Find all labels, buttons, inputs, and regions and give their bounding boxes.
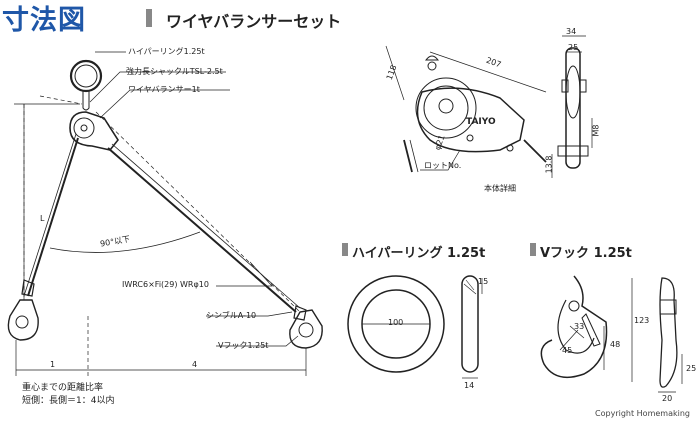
body-detail-pulley <box>415 77 477 139</box>
leader-hook <box>216 335 299 347</box>
ratio-left-value: 1 <box>50 360 56 369</box>
leader-shackle <box>89 71 226 103</box>
hyper-ring-shape <box>69 59 103 93</box>
dim-vhook-20: 20 <box>662 394 673 403</box>
side-view-bolt-left <box>561 79 569 93</box>
balancer-hub <box>80 124 88 132</box>
hook-left <box>7 299 39 341</box>
dim-ring-thick: 14 <box>464 381 475 390</box>
wire-left <box>27 137 79 297</box>
label-L: L <box>40 214 45 223</box>
body-detail-bolt <box>466 134 474 142</box>
body-detail-shape <box>416 87 525 153</box>
ratio-right-value: 4 <box>192 360 198 369</box>
page-title: 寸法図 <box>2 5 86 36</box>
vhook-side-view <box>659 277 678 388</box>
ring-side-bar <box>461 275 479 373</box>
leader-wire <box>216 261 273 287</box>
page-subtitle: ワイヤバランサーセット <box>166 12 342 31</box>
body-detail-logo: TAIYO <box>466 117 496 127</box>
body-detail-caption: 本体詳細 <box>484 184 516 193</box>
body-detail-wire-right <box>523 139 547 163</box>
label-shackle: 強力長シャックルTSL-2.5t <box>126 67 223 76</box>
dim-207-line <box>429 51 547 93</box>
lot-label: ロットNo. <box>424 161 462 170</box>
vhook-section-title: Vフック 1.25t <box>540 246 632 261</box>
dim-118-line <box>385 45 405 101</box>
label-hook: Vフック1.25t <box>218 341 269 350</box>
vhook-section-bar <box>530 243 536 256</box>
label-balancer: ワイヤバランサー1t <box>128 85 200 94</box>
body-detail-wire-left-edge <box>409 139 419 173</box>
dim-13-8: 13.8 <box>544 155 554 174</box>
helper-line-right <box>95 111 301 313</box>
dim-vhook-45: 45 <box>562 346 573 355</box>
label-wire: IWRC6×Fi(29) WRφ10 <box>122 280 209 289</box>
angle-arc <box>49 231 201 253</box>
dim-vhook-25: 25 <box>686 364 697 373</box>
balancer-pulley <box>73 117 95 139</box>
helper-line-top <box>39 95 83 105</box>
body-detail-bolt <box>506 144 514 152</box>
dim-vhook-48: 48 <box>610 340 621 349</box>
title-divider-bar <box>146 9 152 27</box>
leader-balancer <box>99 89 230 119</box>
ring-side-hatch <box>463 283 477 295</box>
wire-left-edge <box>23 133 77 297</box>
vhook-eye <box>568 300 580 312</box>
wire-right <box>107 147 297 313</box>
hook-left-eye <box>15 315 29 329</box>
ratio-note-line1: 重心までの距離比率 <box>22 383 104 393</box>
shackle-shape <box>82 91 90 111</box>
hyper-ring-inner <box>74 64 98 88</box>
hook-right-eye <box>298 322 314 338</box>
vhook-latch <box>581 313 601 347</box>
dim-ring-inner: 100 <box>388 318 404 327</box>
dim-33-line <box>569 325 585 339</box>
vhook-throat <box>557 299 595 354</box>
dim-34: 34 <box>566 27 577 36</box>
ring-section-bar <box>342 243 348 256</box>
thimble-right <box>293 305 307 321</box>
ring-detail-outer <box>347 275 445 373</box>
body-detail-wire-left <box>403 139 413 173</box>
copyright-text: Copyright Homemaking <box>595 409 690 418</box>
thimble-left <box>21 279 35 297</box>
side-view-body <box>565 47 581 169</box>
ring-side-hatch <box>465 279 475 291</box>
side-view-foot <box>557 145 589 157</box>
hook-right <box>289 309 323 349</box>
body-detail-top-lug <box>424 55 440 61</box>
dim-25-body: 25 <box>568 43 579 52</box>
ratio-note-line2: 短側：長側＝1：4以内 <box>22 396 115 406</box>
dim-45-line <box>559 329 579 351</box>
body-detail-eye <box>427 61 437 71</box>
vhook-side-block <box>659 299 677 315</box>
balancer-body <box>69 111 119 151</box>
body-detail-pulley-inner <box>423 85 469 131</box>
vhook-outline <box>540 275 608 379</box>
leader-thimble <box>206 311 293 317</box>
ring-section-title: ハイパーリング 1.25t <box>352 246 486 261</box>
body-detail-hub <box>438 98 454 114</box>
wire-right-edge <box>111 143 301 309</box>
side-view-bolt-right <box>579 79 587 93</box>
dim-m8: M8 <box>591 124 601 137</box>
dim-ring-bar: 15 <box>478 277 489 286</box>
label-thimble: シンブルA-10 <box>206 311 257 320</box>
dim-vhook-123: 123 <box>634 316 650 325</box>
leader-lot <box>420 149 461 171</box>
label-ring: ハイパーリング1.25t <box>128 47 205 56</box>
dim-vhook-33: 33 <box>574 322 585 331</box>
